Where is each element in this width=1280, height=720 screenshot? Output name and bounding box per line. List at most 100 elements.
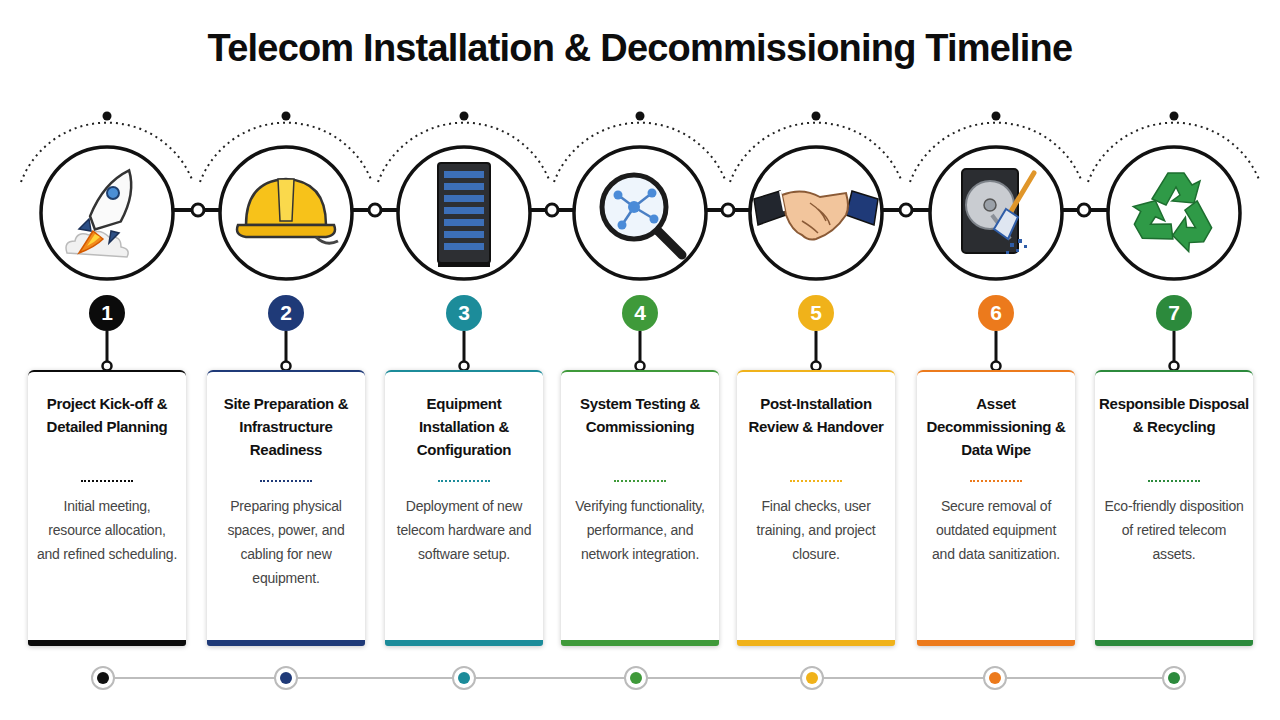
server-rack-icon-part	[444, 243, 484, 250]
step-card: Post-Installation Review & HandoverFinal…	[737, 370, 895, 646]
card-heading: Site Preparation & Infrastructure Readin…	[207, 372, 365, 470]
rocket-icon-part	[109, 231, 119, 243]
hard-hat-icon-part	[246, 179, 326, 225]
handshake-icon-part	[782, 191, 848, 239]
server-rack-icon	[438, 163, 490, 267]
icon-circle-part	[41, 147, 173, 279]
hard-drive-icon-part-part	[1010, 243, 1014, 247]
arc-dot-part	[103, 112, 112, 121]
timeline-dot-part	[1163, 667, 1185, 689]
magnifier-icon-part-part	[650, 215, 659, 224]
arc-dot-part	[812, 112, 821, 121]
connector	[636, 331, 645, 371]
arc-dot-part	[636, 112, 645, 121]
hard-drive-icon-part	[1010, 173, 1034, 213]
chain-ring-part	[369, 204, 381, 216]
hard-drive-icon-part-part	[1006, 251, 1009, 254]
server-rack-icon-part	[444, 195, 484, 202]
magnifier-icon-part-part	[628, 201, 640, 213]
card-body: Deployment of new telecom hardware and s…	[385, 494, 543, 566]
step-number-badge: 5	[798, 295, 834, 331]
card-body: Secure removal of outdated equipment and…	[917, 494, 1075, 566]
icon-circle-part	[930, 147, 1062, 279]
chain-ring-part	[546, 204, 558, 216]
dotted-separator	[614, 480, 666, 482]
chain-ring-part	[192, 204, 204, 216]
step-number: 6	[990, 301, 1002, 325]
timeline-dot-part	[630, 672, 642, 684]
step-number: 5	[810, 301, 822, 325]
icon-circle-part	[398, 147, 530, 279]
step-number-badge: 7	[1156, 295, 1192, 331]
card-heading: Responsible Disposal & Recycling	[1095, 372, 1253, 470]
recycle-icon-part	[1126, 194, 1178, 252]
magnifier-icon-part-part	[618, 221, 627, 230]
timeline-dot-part	[275, 667, 297, 689]
step-number: 4	[634, 301, 646, 325]
connector	[1170, 331, 1179, 371]
card-body: Final checks, user training, and project…	[737, 494, 895, 566]
arc-dot-part	[282, 112, 291, 121]
hard-drive-icon	[962, 169, 1034, 254]
timeline-dot-part	[989, 672, 1001, 684]
card-heading: Post-Installation Review & Handover	[737, 372, 895, 470]
connector-line	[106, 331, 109, 370]
handshake-icon	[754, 191, 878, 240]
hard-drive-icon-part	[994, 209, 1018, 239]
timeline-dot-part	[1168, 672, 1180, 684]
hard-drive-icon-part-part	[1018, 239, 1022, 243]
timeline-dot-part	[984, 667, 1006, 689]
recycle-icon-part	[1152, 173, 1200, 205]
card-heading: Equipment Installation & Configuration	[385, 372, 543, 470]
handshake-icon-part	[754, 191, 786, 225]
server-rack-icon-part	[444, 219, 484, 226]
server-rack-icon-part	[438, 263, 490, 267]
timeline-dot-part	[280, 672, 292, 684]
hard-drive-icon-part	[1006, 239, 1027, 254]
arc-dot	[103, 112, 1179, 121]
rocket-icon-part	[86, 163, 142, 237]
dotted-separator	[260, 480, 312, 482]
card-body: Eco-friendly disposition of retired tele…	[1095, 494, 1253, 566]
timeline-dot-part	[801, 667, 823, 689]
step-number-badge: 1	[89, 295, 125, 331]
connector	[812, 331, 821, 371]
hard-drive-icon-part-part	[1024, 245, 1027, 248]
rocket-icon-part	[107, 187, 119, 199]
recycle-icon-part-part	[1152, 173, 1200, 205]
magnifier-icon-part	[658, 231, 682, 255]
connector	[992, 331, 1001, 371]
handshake-icon-part	[780, 191, 784, 211]
icon-circle-part	[750, 147, 882, 279]
rocket-icon-part	[79, 219, 91, 231]
chain-ring-part	[722, 204, 734, 216]
dotted-separator	[790, 480, 842, 482]
hard-drive-icon-part	[962, 169, 1018, 253]
card-heading: System Testing & Commissioning	[561, 372, 719, 470]
connector	[460, 331, 469, 371]
chain-ring-part	[900, 204, 912, 216]
card-body: Verifying functionality, performance, an…	[561, 494, 719, 566]
timeline-dot-part	[92, 667, 114, 689]
step-number: 1	[101, 301, 113, 325]
handshake-icon-part	[846, 191, 878, 225]
step-card: Project Kick-off & Detailed PlanningInit…	[28, 370, 186, 646]
dotted-separator	[970, 480, 1022, 482]
timeline-dot	[92, 667, 1185, 689]
diagram-title: Telecom Installation & Decommissioning T…	[40, 22, 1240, 74]
step-card: Site Preparation & Infrastructure Readin…	[207, 370, 365, 646]
timeline-dot-part	[806, 672, 818, 684]
magnifier-icon-part-part	[614, 191, 623, 200]
chain-ring-part	[1078, 204, 1090, 216]
step-card: Asset Decommissioning & Data WipeSecure …	[917, 370, 1075, 646]
card-heading: Asset Decommissioning & Data Wipe	[917, 372, 1075, 470]
connector-line	[285, 331, 288, 370]
card-heading: Project Kick-off & Detailed Planning	[28, 372, 186, 470]
magnifier-icon-part	[614, 189, 659, 230]
hard-drive-icon-part	[984, 199, 996, 211]
step-number: 2	[280, 301, 292, 325]
server-rack-icon-part	[438, 163, 490, 263]
step-number: 7	[1168, 301, 1180, 325]
arc-dot-part	[992, 112, 1001, 121]
connector-line	[815, 331, 818, 370]
